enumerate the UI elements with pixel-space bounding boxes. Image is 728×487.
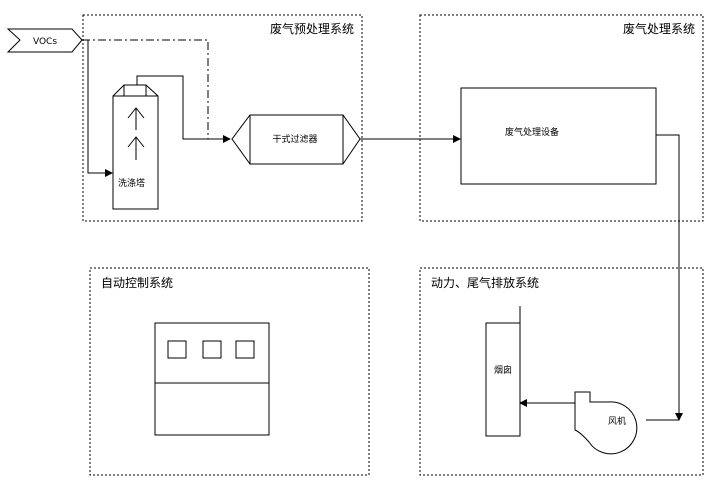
- treatment-outlet-pipe: [656, 134, 683, 421]
- control-cabinet: [154, 322, 270, 436]
- scrubber-outlet-pipe: [136, 75, 231, 143]
- indicator-light: [202, 340, 222, 359]
- indicator-light: [167, 340, 187, 359]
- scrubber-label: 洗涤塔: [118, 177, 145, 189]
- spray-nozzle-icon: [127, 107, 145, 130]
- treatment-title: 废气处理系统: [623, 21, 695, 36]
- treatment-equipment: [460, 87, 657, 185]
- fan-label: 风机: [608, 415, 626, 427]
- inlet-pipe: [87, 40, 113, 177]
- pretreatment-title: 废气预处理系统: [270, 21, 354, 36]
- dry-filter-label: 干式过滤器: [272, 133, 317, 145]
- chimney: [485, 322, 521, 437]
- control-title: 自动控制系统: [101, 276, 173, 290]
- power-title: 动力、尾气排放系统: [431, 275, 539, 290]
- power-section: [419, 267, 704, 476]
- indicator-light: [235, 340, 255, 359]
- pretreatment-section: [82, 14, 363, 222]
- voc-input-arrow: [6, 28, 83, 53]
- voc-input-label: VOCs: [33, 37, 57, 47]
- fan-housing: [574, 391, 638, 455]
- spray-nozzle-icon-2: [127, 136, 145, 160]
- treatment-section: [419, 14, 704, 222]
- control-section: [89, 267, 370, 476]
- treatment-equipment-label: 废气处理设备: [505, 126, 559, 138]
- bypass-line: [82, 39, 209, 139]
- chimney-label: 烟囱: [494, 364, 512, 376]
